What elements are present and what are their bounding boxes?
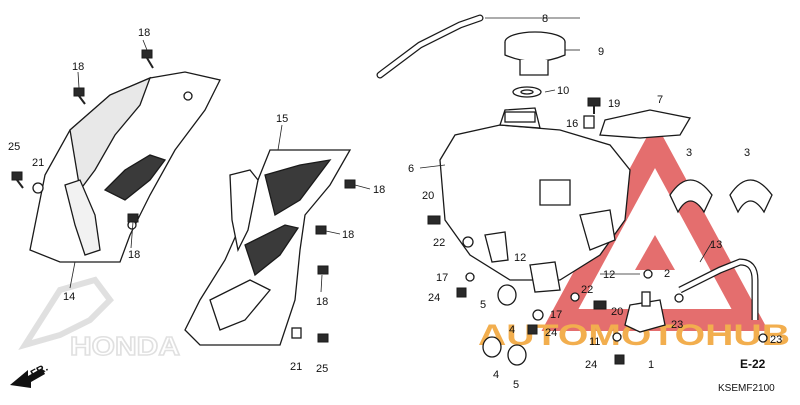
lower-small-parts — [427, 215, 768, 366]
front-direction-label: FR. — [29, 362, 50, 381]
callout-label: 19 — [608, 98, 620, 110]
callout-label: 14 — [63, 291, 75, 303]
callout-labels: 18 18 25 21 18 14 15 18 18 18 21 25 8 9 … — [8, 13, 782, 391]
callout-label: 4 — [493, 369, 499, 381]
callout-label: 16 — [566, 118, 578, 130]
callout-label: 18 — [316, 296, 328, 308]
callout-label: 22 — [433, 237, 445, 249]
upper-small-parts — [583, 97, 692, 139]
callout-label: 25 — [8, 141, 20, 153]
callout-label: 18 — [342, 229, 354, 241]
callout-label: 12 — [603, 269, 615, 281]
callout-label: 17 — [436, 272, 448, 284]
honda-logo: HONDA — [18, 276, 181, 362]
callout-label: 15 — [276, 113, 288, 125]
callout-label: 23 — [770, 334, 782, 346]
callout-label: 22 — [581, 284, 593, 296]
callout-label: 4 — [509, 324, 515, 336]
callout-label: 2 — [664, 268, 670, 280]
callout-label: 9 — [598, 46, 604, 58]
callout-label: 20 — [611, 306, 623, 318]
callout-label: 18 — [138, 27, 150, 39]
callout-label: 10 — [557, 85, 569, 97]
callout-label: 24 — [428, 292, 440, 304]
callout-label: 3 — [744, 147, 750, 159]
callout-label: 5 — [513, 379, 519, 391]
right-shroud — [184, 149, 352, 346]
callout-label: 18 — [373, 184, 385, 196]
callout-label: 18 — [128, 249, 140, 261]
callout-label: 24 — [545, 327, 557, 339]
callout-label: 7 — [657, 94, 663, 106]
honda-logo-text: HONDA — [70, 331, 180, 361]
fuel-cap-assembly — [376, 14, 566, 98]
shroud-bolts — [11, 49, 356, 343]
diagram-code: KSEMF2100 — [718, 383, 775, 394]
callout-label: 12 — [514, 252, 526, 264]
reference-label: E-22 — [740, 357, 766, 371]
front-direction-arrow — [10, 368, 45, 388]
callout-label: 1 — [648, 359, 654, 371]
left-shroud — [29, 71, 221, 263]
callout-label: 21 — [290, 361, 302, 373]
callout-label: 23 — [671, 319, 683, 331]
tank-clamps — [669, 179, 773, 214]
callout-label: 5 — [480, 299, 486, 311]
fuel-line — [624, 258, 759, 333]
callout-label: 8 — [542, 13, 548, 25]
callout-label: 20 — [422, 190, 434, 202]
callout-label: 13 — [710, 239, 722, 251]
leader-lines — [69, 17, 713, 293]
callout-label: 25 — [316, 363, 328, 375]
callout-label: 11 — [589, 336, 600, 348]
callout-label: 6 — [408, 163, 414, 175]
callout-label: 17 — [550, 309, 562, 321]
callout-label: 21 — [32, 157, 44, 169]
callout-label: 18 — [72, 61, 84, 73]
callout-label: 24 — [585, 359, 597, 371]
callout-label: 3 — [686, 147, 692, 159]
